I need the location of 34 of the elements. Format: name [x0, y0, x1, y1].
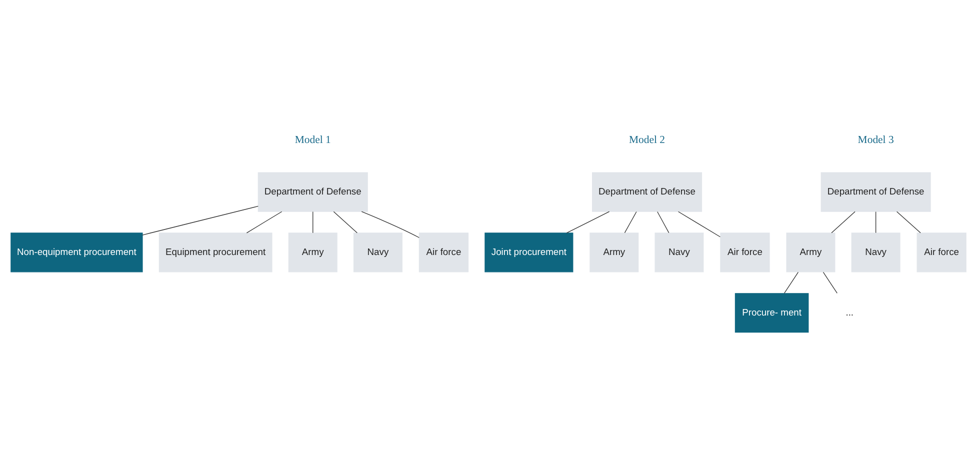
connector — [822, 272, 838, 294]
node-box: Army — [590, 232, 639, 272]
connector — [678, 211, 721, 238]
connector — [566, 211, 610, 234]
node-box: Navy — [654, 232, 704, 272]
node-box: Air force — [916, 232, 966, 272]
connector — [784, 272, 799, 294]
node-box: Non-equipment procurement — [10, 232, 143, 272]
label: Model 3 — [858, 134, 894, 146]
connector — [831, 211, 856, 234]
node-box: Air force — [418, 232, 469, 272]
node-box: Navy — [851, 232, 900, 272]
connector — [624, 211, 637, 234]
node-box: Department of Defense — [258, 172, 368, 212]
connector — [142, 206, 258, 236]
connector — [312, 211, 314, 234]
connector — [896, 211, 921, 234]
label: Model 1 — [294, 134, 331, 146]
node-box: Army — [786, 232, 836, 272]
node-box: Air force — [720, 232, 770, 272]
node-text: ... — [846, 306, 854, 318]
connector — [875, 211, 876, 234]
node-box: Equipment procurement — [158, 232, 272, 272]
connector — [246, 211, 282, 234]
node-box: Joint procurement — [484, 232, 574, 272]
label: Model 2 — [629, 134, 666, 146]
connector — [361, 211, 420, 238]
connector — [333, 211, 358, 234]
connector — [657, 211, 670, 234]
node-box: Navy — [353, 232, 402, 272]
node-box: Department of Defense — [820, 172, 931, 212]
node-box: Procure- ment — [734, 293, 809, 333]
node-box: Army — [288, 232, 338, 272]
node-box: Department of Defense — [592, 172, 702, 212]
